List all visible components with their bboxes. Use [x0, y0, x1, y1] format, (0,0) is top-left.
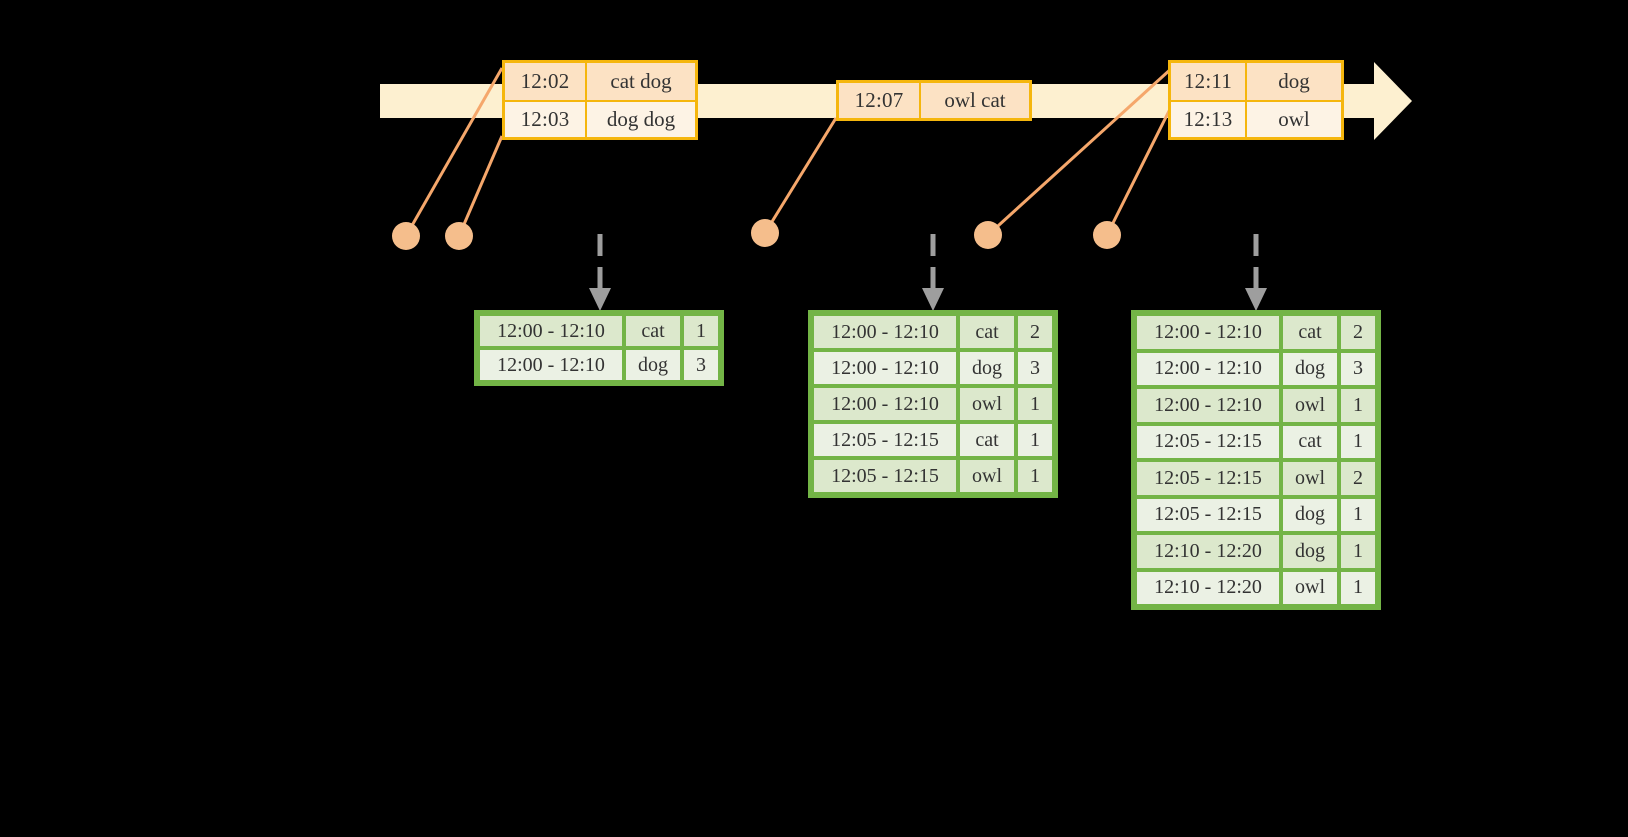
cell-window: 12:05 - 12:15 — [1135, 423, 1281, 460]
event-words: owl cat — [944, 88, 1006, 112]
cell-count: 1 — [682, 314, 720, 348]
event-group-1[interactable]: 12:02 cat dog 12:03 dog dog — [502, 60, 698, 140]
cell-word: owl — [1281, 569, 1339, 606]
event-time: 12:02 — [505, 63, 587, 100]
marker-dot-1202 — [392, 222, 420, 250]
marker-dot-1211 — [974, 221, 1002, 249]
cell-window: 12:00 - 12:10 — [812, 386, 958, 422]
marker-dot-1207 — [751, 219, 779, 247]
table-row[interactable]: 12:00 - 12:10 owl 1 — [1135, 387, 1377, 424]
cell-window: 12:00 - 12:10 — [478, 348, 624, 382]
flow-arrow-1 — [589, 234, 611, 311]
cell-window: 12:00 - 12:10 — [812, 350, 958, 386]
cell-count: 1 — [1016, 422, 1054, 458]
cell-count: 2 — [1339, 460, 1377, 497]
cell-count: 3 — [1339, 350, 1377, 387]
event-row[interactable]: 12:03 dog dog — [505, 99, 695, 137]
table-row[interactable]: 12:00 - 12:10 dog 3 — [478, 348, 720, 382]
leader-line-1202 — [404, 67, 504, 237]
event-row[interactable]: 12:13 owl — [1171, 99, 1341, 137]
event-words: dog — [1278, 68, 1310, 93]
flow-arrow-3 — [1245, 234, 1267, 311]
event-time: 12:03 — [505, 101, 587, 137]
leader-line-1213 — [1105, 104, 1174, 236]
table-row[interactable]: 12:00 - 12:10 owl 1 — [812, 386, 1054, 422]
table-row[interactable]: 12:10 - 12:20 dog 1 — [1135, 533, 1377, 570]
cell-word: owl — [958, 386, 1016, 422]
event-words: cat dog — [610, 68, 672, 93]
cell-window: 12:00 - 12:10 — [1135, 350, 1281, 387]
cell-count: 1 — [1339, 387, 1377, 424]
table-row[interactable]: 12:05 - 12:15 owl 1 — [812, 458, 1054, 494]
table-row[interactable]: 12:05 - 12:15 owl 2 — [1135, 460, 1377, 497]
event-words: dog dog — [606, 106, 676, 131]
cell-word: dog — [624, 348, 682, 382]
cell-window: 12:10 - 12:20 — [1135, 569, 1281, 606]
cell-window: 12:00 - 12:10 — [1135, 314, 1281, 351]
cell-count: 1 — [1016, 386, 1054, 422]
table-row[interactable]: 12:00 - 12:10 cat 1 — [478, 314, 720, 348]
cell-count: 1 — [1016, 458, 1054, 494]
cell-window: 12:05 - 12:15 — [812, 458, 958, 494]
event-words: owl — [1278, 106, 1310, 131]
flow-arrow-2 — [922, 234, 944, 311]
leader-line-1207 — [763, 117, 838, 234]
cell-word: cat — [958, 314, 1016, 350]
cell-window: 12:05 - 12:15 — [1135, 496, 1281, 533]
cell-word: cat — [1281, 423, 1339, 460]
event-time: 12:13 — [1171, 101, 1247, 137]
cell-word: dog — [958, 350, 1016, 386]
cell-count: 1 — [1339, 533, 1377, 570]
marker-dot-1213 — [1093, 221, 1121, 249]
event-time: 12:07 — [839, 83, 921, 118]
table-row[interactable]: 12:05 - 12:15 dog 1 — [1135, 496, 1377, 533]
cell-count: 2 — [1339, 314, 1377, 351]
result-table-3[interactable]: 12:00 - 12:10 cat 2 12:00 - 12:10 dog 3 … — [1131, 310, 1381, 610]
cell-window: 12:00 - 12:10 — [478, 314, 624, 348]
table-row[interactable]: 12:00 - 12:10 cat 2 — [1135, 314, 1377, 351]
cell-word: owl — [1281, 387, 1339, 424]
event-row[interactable]: 12:02 cat dog — [505, 63, 695, 100]
cell-window: 12:05 - 12:15 — [812, 422, 958, 458]
cell-word: owl — [958, 458, 1016, 494]
result-table-2[interactable]: 12:00 - 12:10 cat 2 12:00 - 12:10 dog 3 … — [808, 310, 1058, 498]
cell-word: owl — [1281, 460, 1339, 497]
cell-word: cat — [624, 314, 682, 348]
event-row[interactable]: 12:11 dog — [1171, 63, 1341, 100]
cell-word: cat — [1281, 314, 1339, 351]
cell-window: 12:10 - 12:20 — [1135, 533, 1281, 570]
cell-word: cat — [958, 422, 1016, 458]
cell-word: dog — [1281, 350, 1339, 387]
cell-count: 2 — [1016, 314, 1054, 350]
event-group-3[interactable]: 12:11 dog 12:13 owl — [1168, 60, 1344, 140]
cell-word: dog — [1281, 496, 1339, 533]
cell-window: 12:05 - 12:15 — [1135, 460, 1281, 497]
table-row[interactable]: 12:05 - 12:15 cat 1 — [1135, 423, 1377, 460]
cell-count: 3 — [1016, 350, 1054, 386]
table-row[interactable]: 12:00 - 12:10 cat 2 — [812, 314, 1054, 350]
result-table-1[interactable]: 12:00 - 12:10 cat 1 12:00 - 12:10 dog 3 — [474, 310, 724, 386]
cell-window: 12:00 - 12:10 — [1135, 387, 1281, 424]
cell-count: 1 — [1339, 569, 1377, 606]
cell-count: 1 — [1339, 496, 1377, 533]
marker-dot-1203 — [445, 222, 473, 250]
event-time: 12:11 — [1171, 63, 1247, 100]
table-row[interactable]: 12:00 - 12:10 dog 3 — [1135, 350, 1377, 387]
cell-word: dog — [1281, 533, 1339, 570]
table-row[interactable]: 12:10 - 12:20 owl 1 — [1135, 569, 1377, 606]
cell-count: 1 — [1339, 423, 1377, 460]
leader-line-1203 — [457, 135, 504, 237]
event-row[interactable]: 12:07 owl cat — [839, 83, 1029, 118]
cell-count: 3 — [682, 348, 720, 382]
event-group-2[interactable]: 12:07 owl cat — [836, 80, 1032, 121]
table-row[interactable]: 12:05 - 12:15 cat 1 — [812, 422, 1054, 458]
cell-window: 12:00 - 12:10 — [812, 314, 958, 350]
table-row[interactable]: 12:00 - 12:10 dog 3 — [812, 350, 1054, 386]
